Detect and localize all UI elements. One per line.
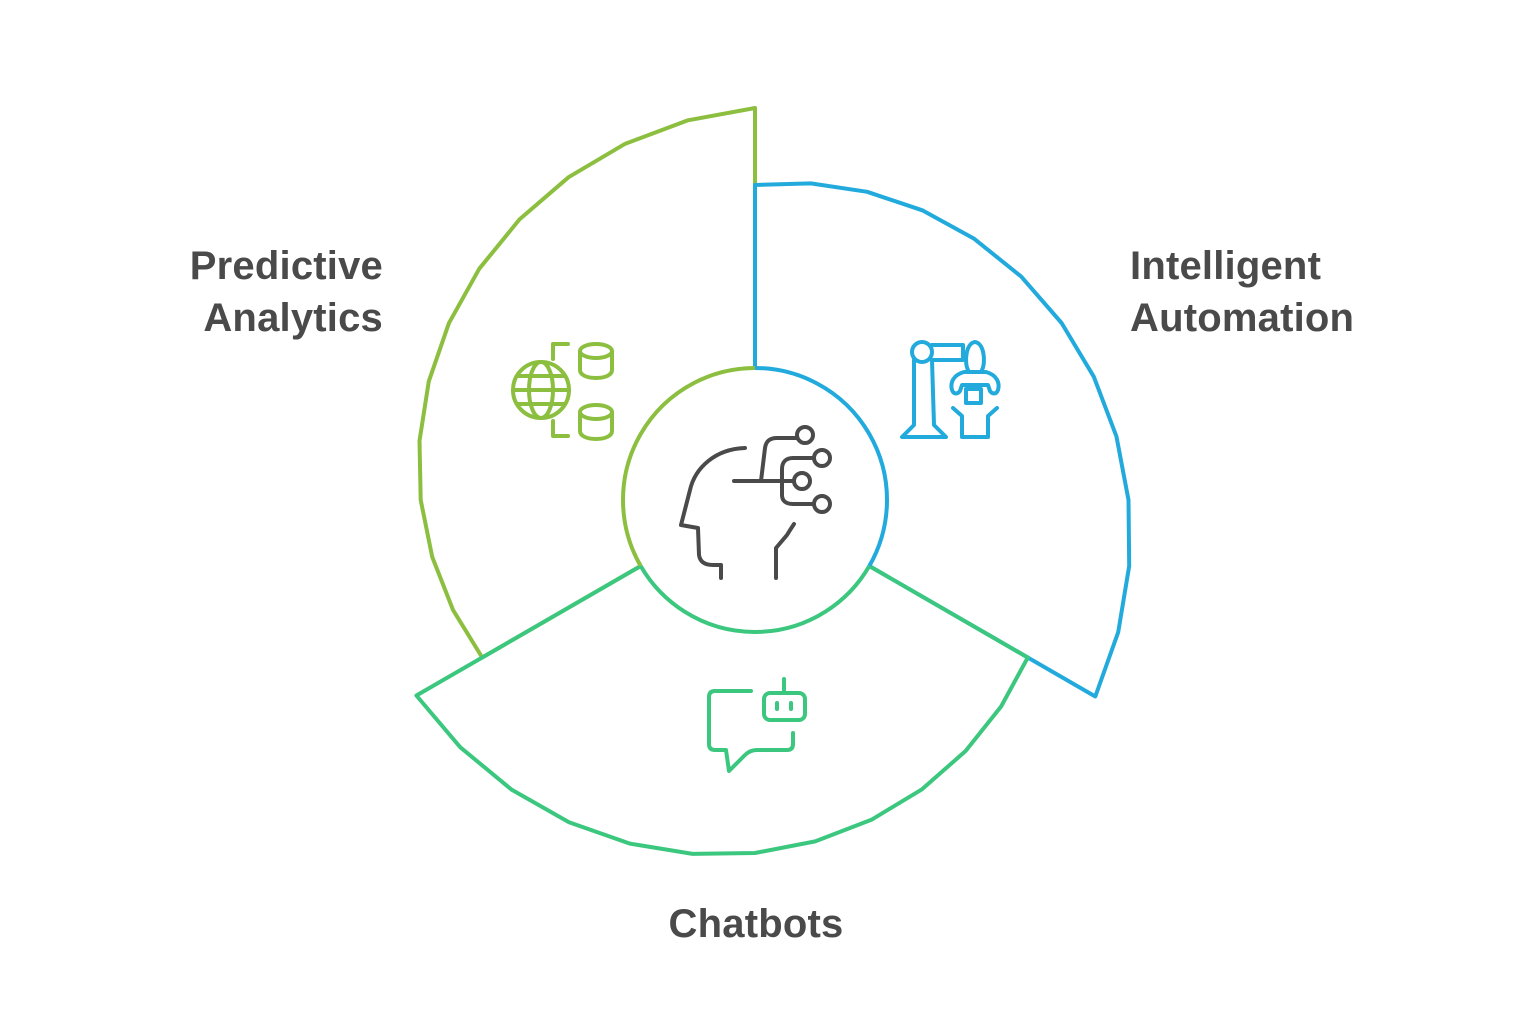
label-line: Chatbots: [668, 902, 844, 946]
inner-circle-arc-green: [621, 366, 756, 567]
segment-intelligent-automation: [753, 181, 1132, 699]
ai-brain-network-icon: [679, 425, 832, 580]
robotic-arm-icon: [900, 340, 1001, 439]
label-predictive-analytics: Predictive Analytics: [190, 240, 383, 344]
label-intelligent-automation: Intelligent Automation: [1130, 240, 1354, 344]
label-chatbots: Chatbots: [0, 898, 1512, 950]
globe-database-icon: [511, 342, 614, 441]
inner-circle-arc-teal: [638, 564, 872, 634]
label-line: Predictive: [189, 244, 383, 288]
chatbot-message-icon: [707, 677, 807, 773]
label-line: Intelligent: [1130, 244, 1322, 288]
segment-predictive-analytics: [417, 106, 757, 660]
label-line: Automation: [1130, 296, 1355, 340]
label-line: Analytics: [203, 296, 383, 340]
inner-circle-arc-blue: [754, 366, 889, 567]
segment-chatbots: [414, 564, 1030, 856]
